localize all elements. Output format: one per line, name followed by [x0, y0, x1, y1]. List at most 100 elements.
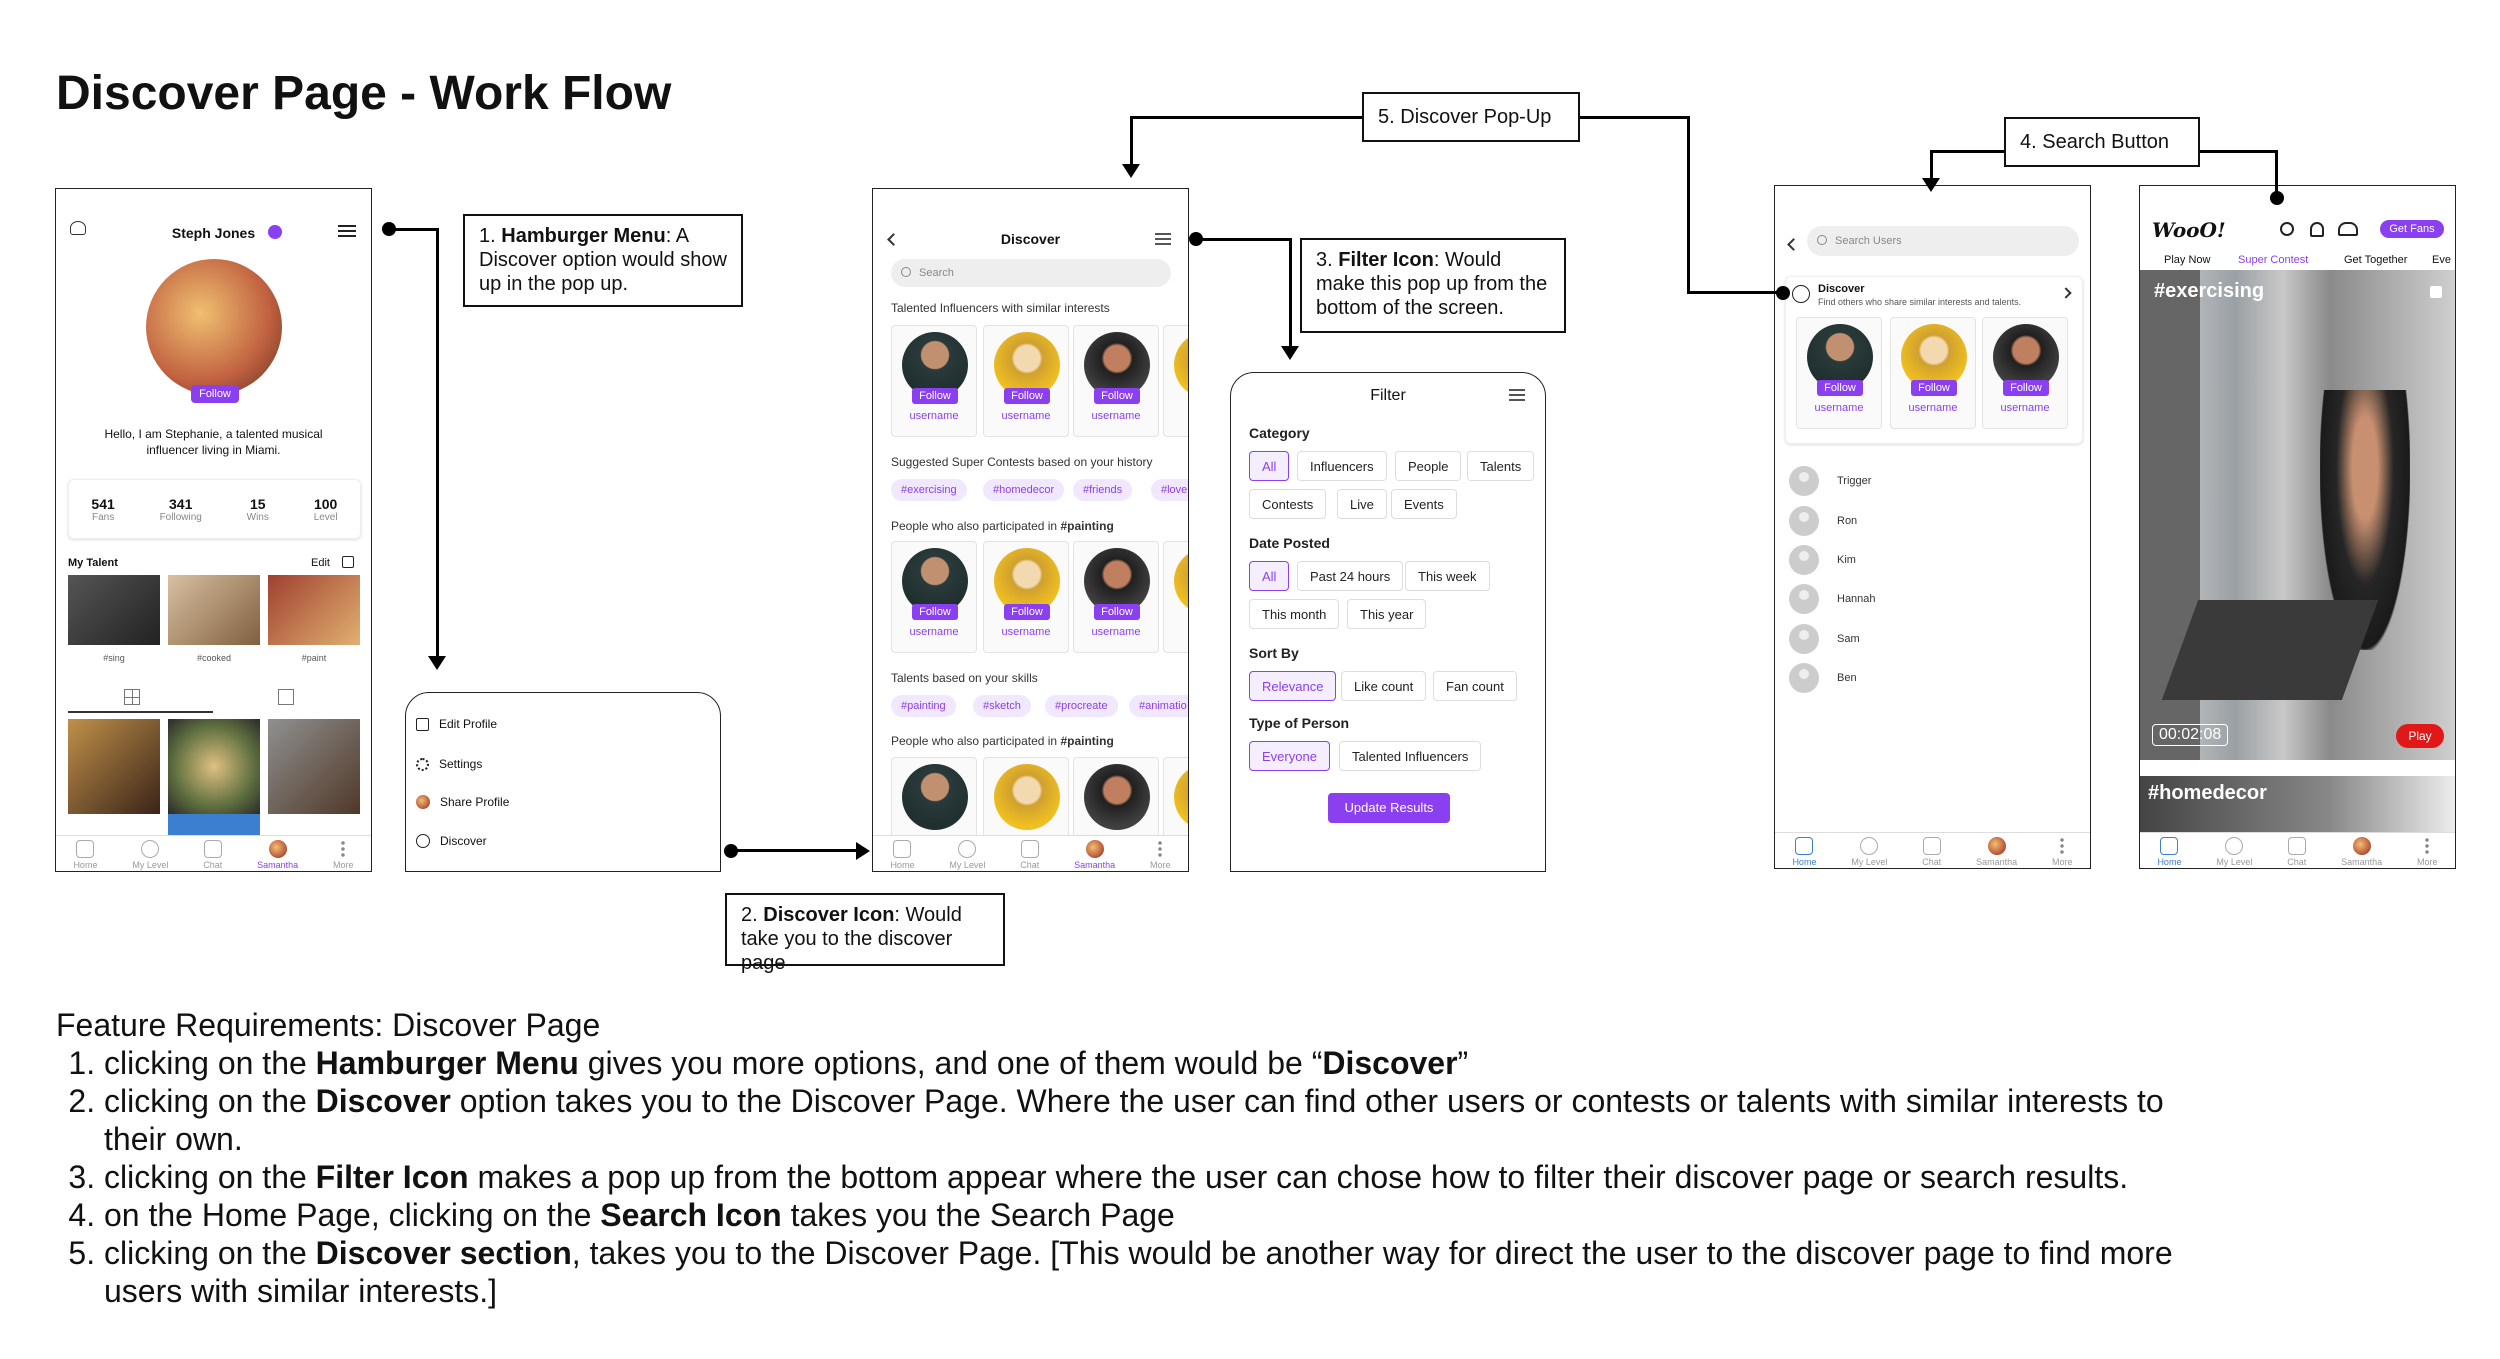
nav-more[interactable]: More: [2052, 837, 2073, 867]
talent-thumb[interactable]: [68, 575, 160, 645]
nav-my-level[interactable]: My Level: [132, 840, 168, 870]
filter-icon[interactable]: [1509, 389, 1525, 401]
contest-tag[interactable]: #exercising: [891, 479, 967, 501]
follow-button[interactable]: Follow: [912, 388, 958, 404]
video-feed-next[interactable]: [2140, 776, 2455, 834]
menu-item-share-profile[interactable]: Share Profile: [416, 795, 509, 809]
filter-icon[interactable]: [1155, 233, 1171, 245]
nav-my-level[interactable]: My Level: [2216, 837, 2252, 867]
type-everyone[interactable]: Everyone: [1249, 741, 1330, 771]
nav-my-level[interactable]: My Level: [949, 840, 985, 870]
contest-tag[interactable]: #homedecor: [983, 479, 1065, 501]
nav-home[interactable]: Home: [73, 840, 97, 870]
video-feed[interactable]: [2140, 270, 2455, 760]
follow-button[interactable]: Follow: [1094, 388, 1140, 404]
category-all[interactable]: All: [1249, 451, 1290, 481]
date-all[interactable]: All: [1249, 561, 1290, 591]
edit-icon[interactable]: [342, 556, 354, 568]
post-thumb[interactable]: [68, 719, 160, 814]
tab-events[interactable]: Eve: [2432, 254, 2451, 266]
update-results-button[interactable]: Update Results: [1328, 793, 1450, 823]
date-week[interactable]: This week: [1405, 561, 1490, 591]
search-input[interactable]: Search: [891, 259, 1171, 287]
nav-my-level[interactable]: My Level: [1851, 837, 1887, 867]
contest-tag[interactable]: #love: [1151, 479, 1188, 501]
nav-profile[interactable]: Samantha: [1074, 840, 1115, 870]
type-talented[interactable]: Talented Influencers: [1339, 741, 1482, 771]
sort-like-count[interactable]: Like count: [1341, 671, 1427, 701]
nav-chat[interactable]: Chat: [1020, 840, 1039, 870]
hamburger-menu-icon[interactable]: [338, 225, 356, 237]
date-year[interactable]: This year: [1347, 599, 1427, 629]
talent-tag[interactable]: #procreate: [1045, 695, 1118, 717]
add-user-icon[interactable]: [70, 221, 86, 235]
talent-tag[interactable]: #sketch: [973, 695, 1031, 717]
date-month[interactable]: This month: [1249, 599, 1340, 629]
tab-super-contest[interactable]: Super Contest: [2238, 254, 2309, 266]
edit-talent-link[interactable]: Edit: [311, 557, 330, 569]
nav-chat[interactable]: Chat: [203, 840, 222, 870]
search-icon[interactable]: [2280, 222, 2294, 236]
back-icon[interactable]: [1787, 238, 1800, 251]
user-row[interactable]: Hannah: [1789, 584, 1876, 614]
category-live[interactable]: Live: [1337, 489, 1387, 519]
sort-fan-count[interactable]: Fan count: [1433, 671, 1517, 701]
talent-tag[interactable]: #painting: [891, 695, 956, 717]
post-thumb[interactable]: [168, 814, 260, 838]
nav-more[interactable]: More: [2417, 837, 2438, 867]
grid-view-icon[interactable]: [124, 689, 140, 705]
contest-tag[interactable]: #friends: [1073, 479, 1133, 501]
follow-button[interactable]: Follow: [1004, 388, 1050, 404]
follow-button[interactable]: Follow: [1094, 604, 1140, 620]
follow-button[interactable]: Follow: [2003, 380, 2049, 396]
user-row[interactable]: Sam: [1789, 624, 1860, 654]
tab-get-together[interactable]: Get Together: [2344, 254, 2408, 266]
category-people[interactable]: People: [1395, 451, 1462, 481]
follow-button[interactable]: Follow: [1911, 380, 1957, 396]
post-thumb[interactable]: [168, 719, 260, 814]
sort-relevance[interactable]: Relevance: [1249, 671, 1337, 701]
follow-button[interactable]: Follow: [191, 385, 239, 403]
post-thumb[interactable]: [268, 719, 360, 814]
category-influencers[interactable]: Influencers: [1297, 451, 1387, 481]
nav-more[interactable]: More: [1150, 840, 1171, 870]
people-icon[interactable]: [2338, 222, 2358, 236]
user-card[interactable]: [1163, 541, 1188, 653]
tab-play-now[interactable]: Play Now: [2164, 254, 2211, 266]
nav-home[interactable]: Home: [890, 840, 914, 870]
user-row[interactable]: Ben: [1789, 663, 1857, 693]
nav-chat[interactable]: Chat: [2287, 837, 2306, 867]
nav-home[interactable]: Home: [1792, 837, 1816, 867]
discover-section[interactable]: Discover Find others who share similar i…: [1785, 276, 2083, 444]
nav-profile[interactable]: Samantha: [257, 840, 298, 870]
play-button[interactable]: Play: [2396, 724, 2444, 748]
follow-button[interactable]: Follow: [912, 604, 958, 620]
nav-chat[interactable]: Chat: [1922, 837, 1941, 867]
category-events[interactable]: Events: [1391, 489, 1457, 519]
talent-tag[interactable]: #animatio: [1129, 695, 1188, 717]
category-talents[interactable]: Talents: [1467, 451, 1535, 481]
talent-thumb[interactable]: [168, 575, 260, 645]
user-row[interactable]: Trigger: [1789, 466, 1871, 496]
nav-profile[interactable]: Samantha: [2341, 837, 2382, 867]
nav-home[interactable]: Home: [2157, 837, 2181, 867]
user-row[interactable]: Ron: [1789, 506, 1857, 536]
category-contests[interactable]: Contests: [1249, 489, 1327, 519]
user-card[interactable]: [1163, 325, 1188, 437]
menu-item-edit-profile[interactable]: Edit Profile: [416, 717, 497, 731]
user-row[interactable]: Kim: [1789, 545, 1856, 575]
bell-icon[interactable]: [2310, 222, 2324, 237]
nav-more[interactable]: More: [333, 840, 354, 870]
chevron-right-icon[interactable]: [2060, 287, 2072, 299]
menu-item-discover[interactable]: Discover: [416, 834, 487, 848]
square-view-icon[interactable]: [278, 689, 294, 705]
